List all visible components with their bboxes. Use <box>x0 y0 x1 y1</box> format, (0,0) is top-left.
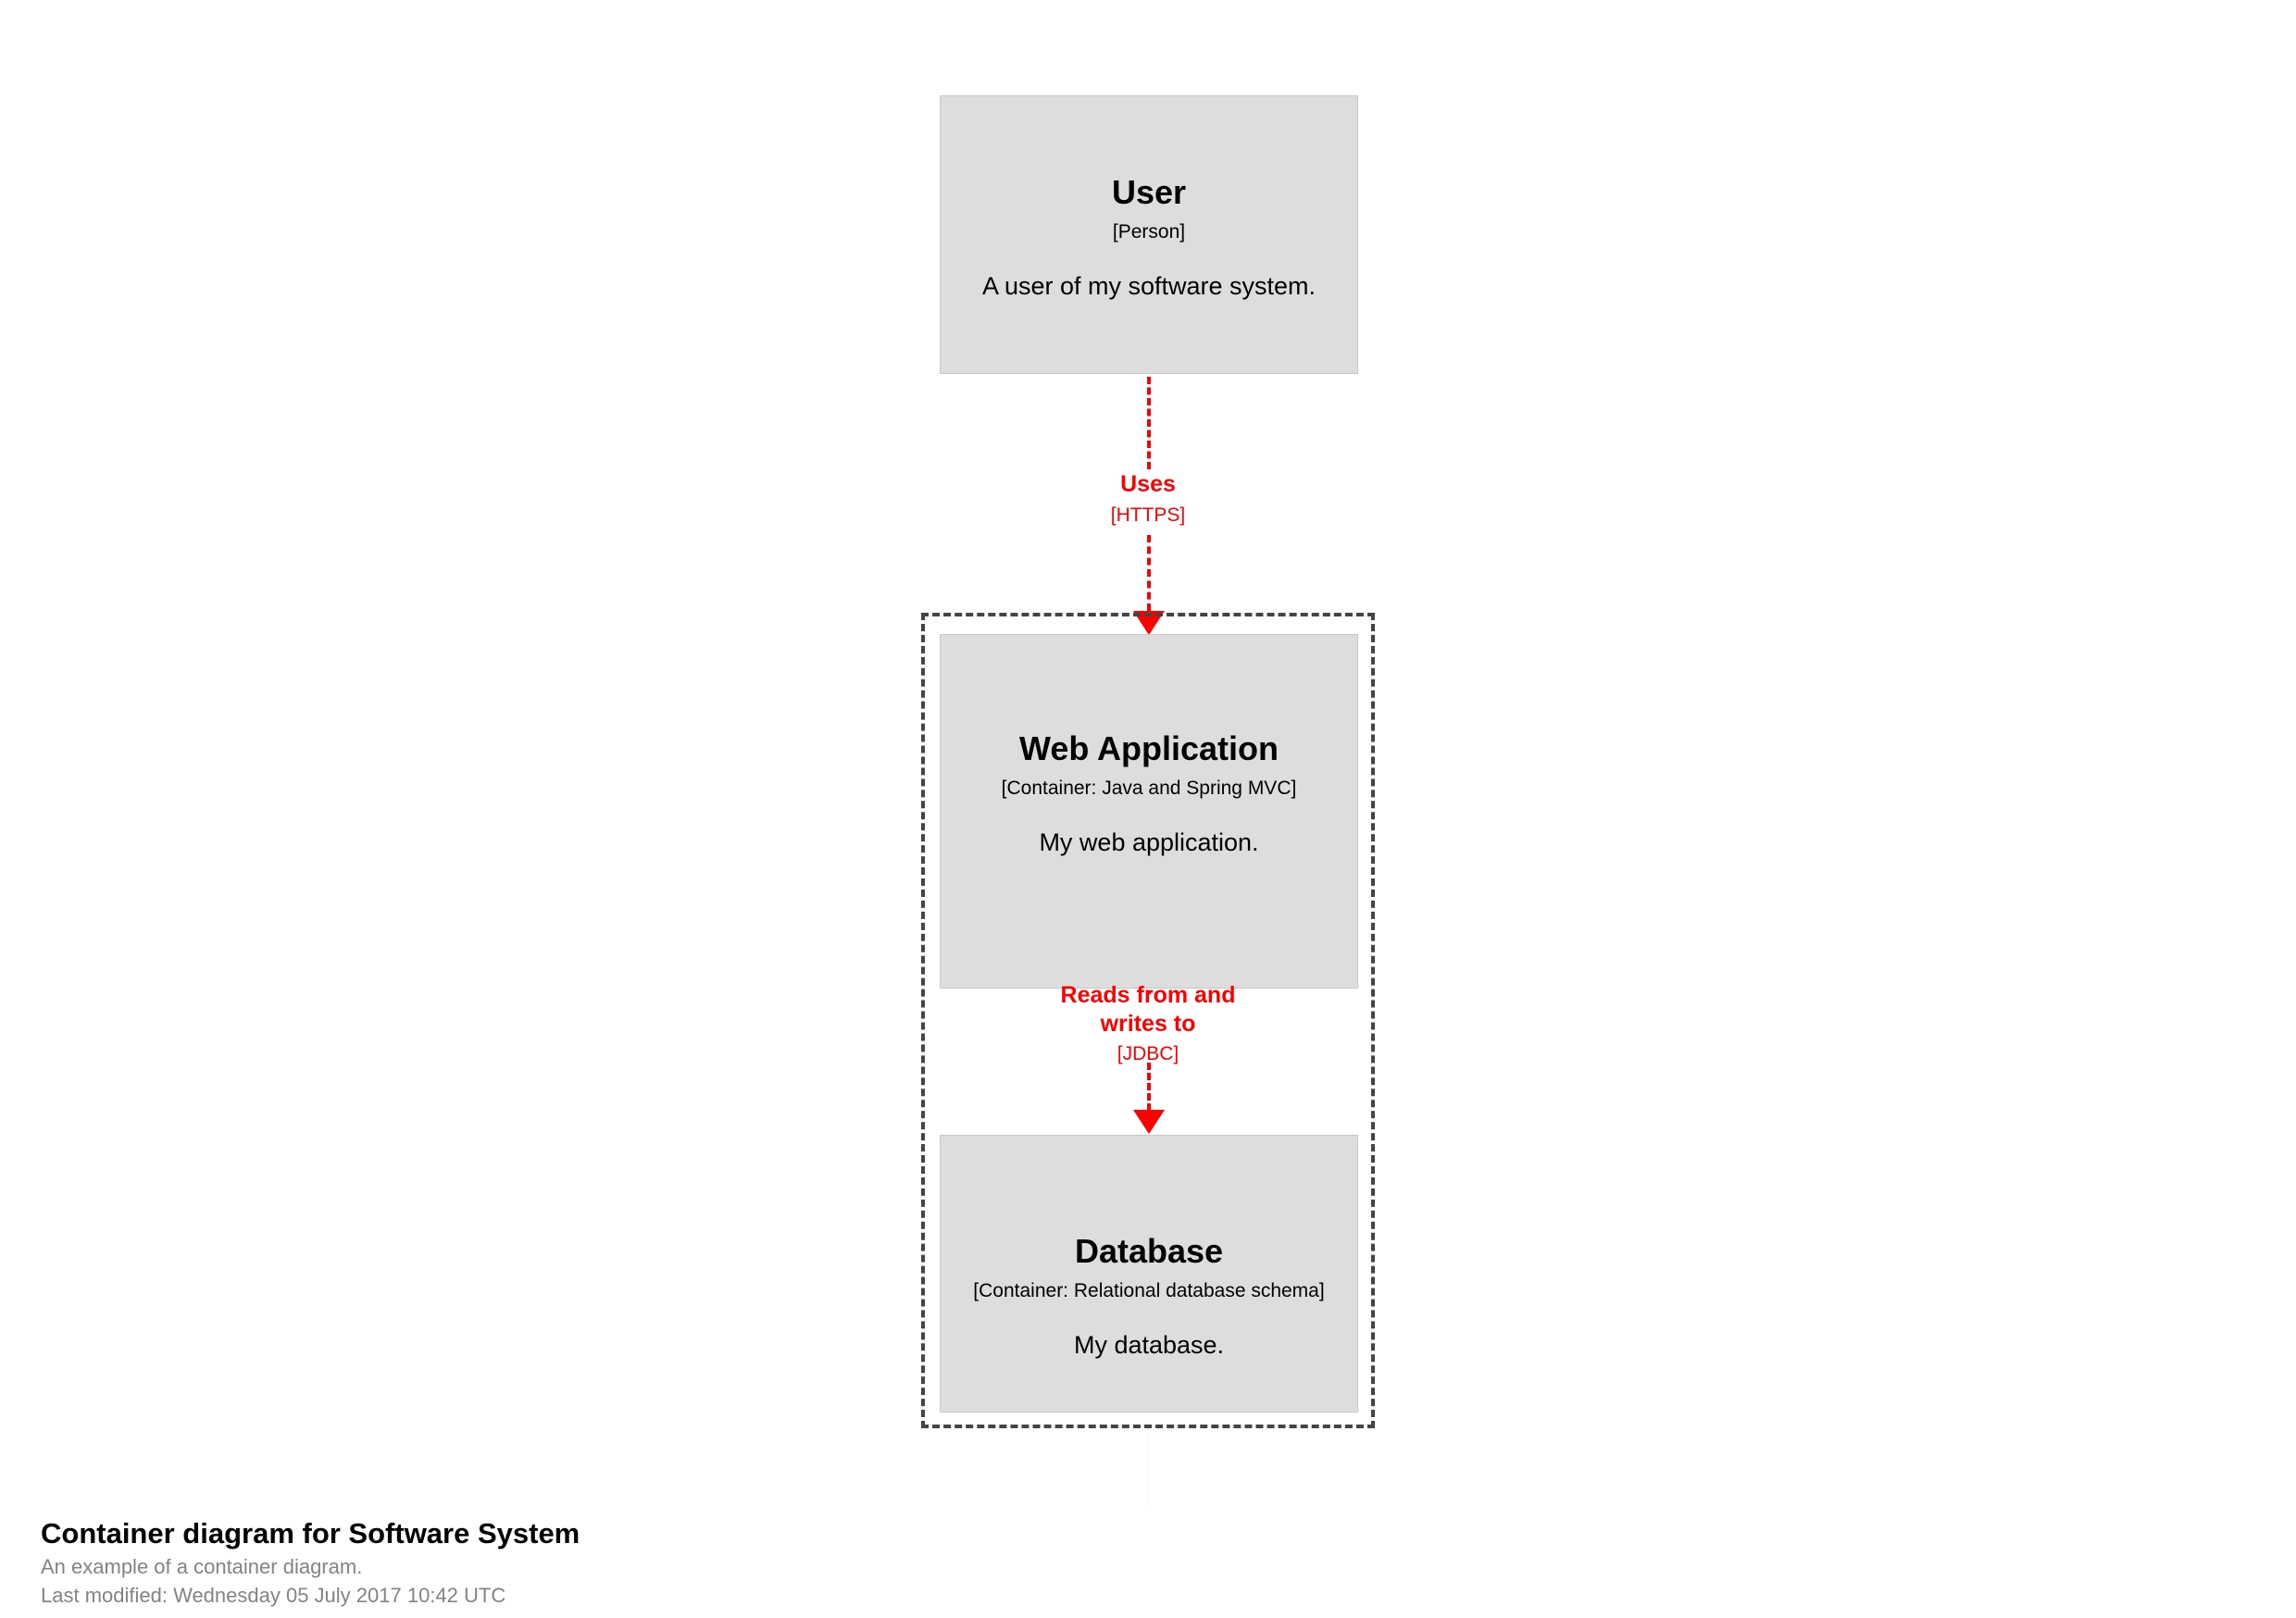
relationship-uses-technology: [HTTPS] <box>1110 504 1186 526</box>
relationship-reads-writes-line-upper <box>1147 990 1151 994</box>
relationship-uses-line-lower <box>1147 535 1151 611</box>
relationship-uses-label: Uses [HTTPS] <box>963 470 1333 527</box>
node-web-application-name: Web Application <box>1018 729 1279 767</box>
node-web-application-type: [Container: Java and Spring MVC] <box>1001 777 1297 799</box>
diagram-description: An example of a container diagram. <box>41 1554 363 1578</box>
relationship-reads-writes-description-line1: Reads from and <box>1060 982 1236 1008</box>
node-database-description: My database. <box>1073 1330 1225 1359</box>
software-system-boundary <box>921 613 1375 1428</box>
node-web-application[interactable]: Web Application [Container: Java and Spr… <box>940 634 1358 989</box>
diagram-caption: Container diagram for Software System An… <box>41 1516 1337 1610</box>
node-user[interactable]: User [Person] A user of my software syst… <box>940 95 1358 374</box>
background-artifact-line <box>1147 1433 1149 1507</box>
node-database-type: [Container: Relational database schema] <box>973 1279 1325 1301</box>
node-user-type: [Person] <box>1112 220 1186 243</box>
relationship-reads-writes-label: Reads from and writes to [JDBC] <box>963 981 1333 1066</box>
node-user-name: User <box>1111 173 1187 211</box>
relationship-reads-writes-technology: [JDBC] <box>1117 1043 1179 1064</box>
diagram-last-modified: Last modified: Wednesday 05 July 2017 10… <box>41 1583 506 1607</box>
relationship-reads-writes-arrowhead-icon <box>1133 1110 1165 1134</box>
relationship-uses-line-upper <box>1147 377 1151 469</box>
node-user-description: A user of my software system. <box>981 271 1316 300</box>
node-database-name: Database <box>1074 1232 1224 1270</box>
relationship-reads-writes-description-line2: writes to <box>1100 1010 1196 1037</box>
node-database[interactable]: Database [Container: Relational database… <box>940 1135 1358 1413</box>
node-web-application-description: My web application. <box>1039 828 1259 856</box>
diagram-title: Container diagram for Software System <box>41 1517 580 1550</box>
relationship-uses-description: Uses <box>1120 471 1176 497</box>
relationship-reads-writes-line-lower <box>1147 1063 1151 1111</box>
